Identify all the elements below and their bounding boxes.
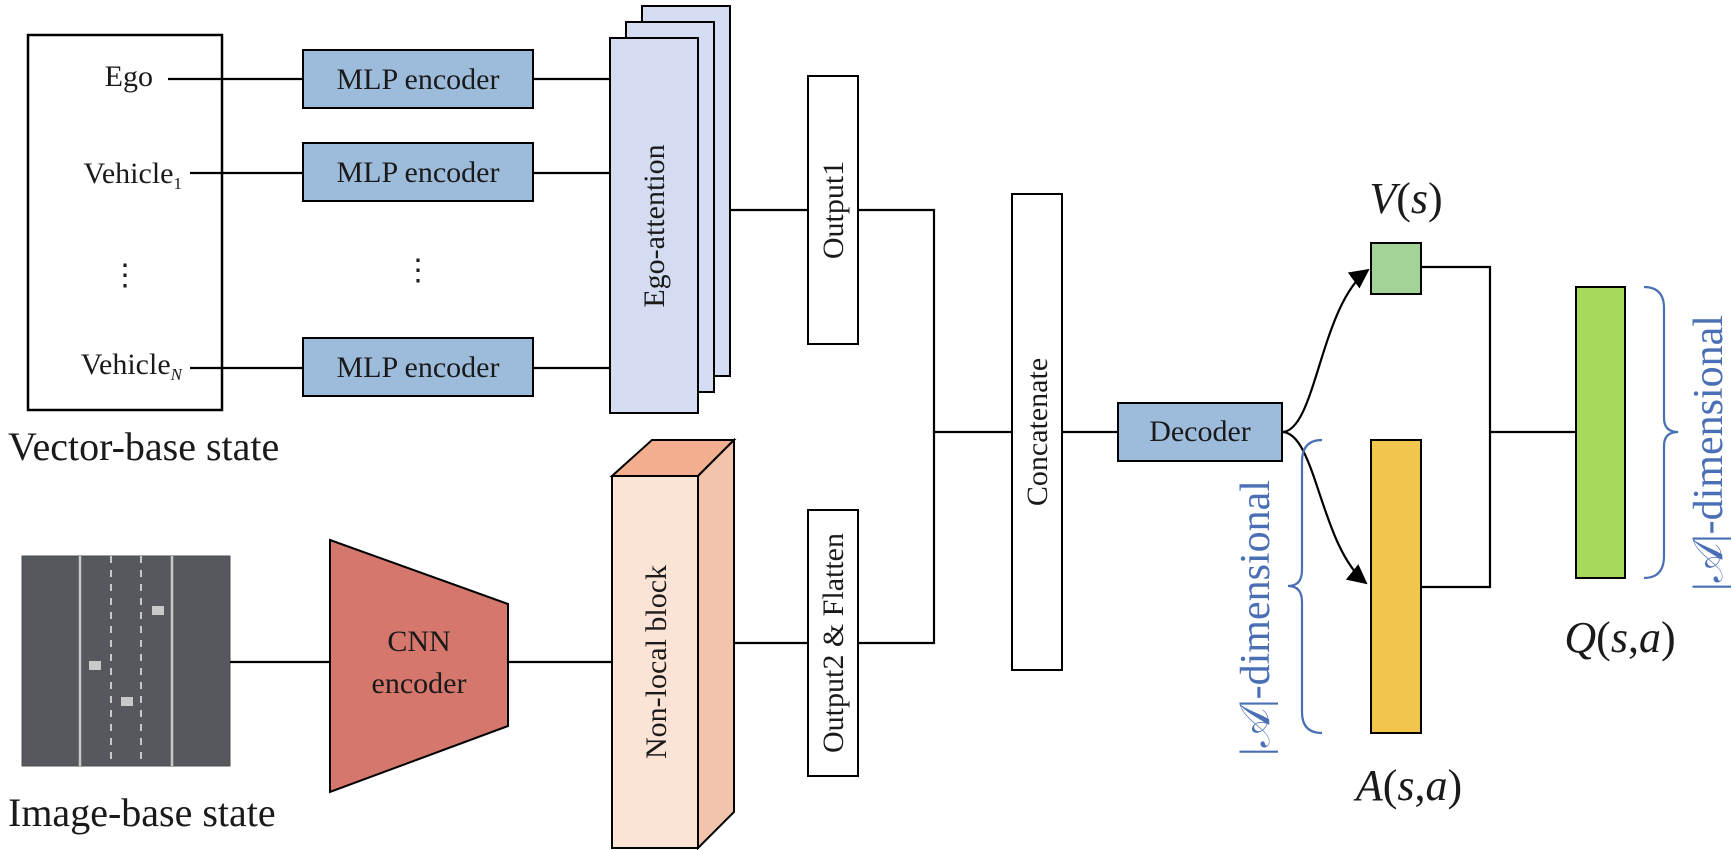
advantage-head: A(s,a) [1353, 439, 1462, 810]
advantage-brace [1287, 438, 1323, 735]
ego-attention-label: Ego-attention [638, 144, 671, 307]
svg-text:CNN: CNN [387, 625, 450, 658]
vector-state-panel: Ego Vehicle1 ⋮ VehicleN Vector-base stat… [8, 33, 279, 469]
cnn-encoder: CNN encoder [329, 538, 509, 794]
output1-block: Output1 [807, 75, 859, 345]
q-label: Q(s,a) [1564, 613, 1675, 662]
arrow-to-value [1281, 268, 1370, 434]
ego-label: Ego [105, 60, 153, 93]
mlp-encoder-vehicle1: MLP encoder [302, 142, 534, 202]
advantage-dim-label: |𝒜|-dimensional [1233, 480, 1279, 756]
svg-text:Output1: Output1 [817, 161, 850, 259]
concatenate-block: Concatenate [1011, 193, 1063, 671]
svg-text:MLP encoder: MLP encoder [336, 63, 499, 96]
non-local-label: Non-local block [640, 565, 673, 759]
mlp-encoder-ego: MLP encoder [302, 49, 534, 109]
value-head: V(s) [1369, 174, 1443, 295]
vehicleN-label: VehicleN [81, 348, 184, 384]
svg-text:MLP encoder: MLP encoder [336, 156, 499, 189]
svg-text:encoder: encoder [372, 667, 467, 700]
q-dim-label: |𝒜|-dimensional [1686, 315, 1732, 591]
mlp-encoder-vehicleN: MLP encoder [302, 337, 534, 397]
vector-state-title: Vector-base state [8, 424, 279, 469]
advantage-label: A(s,a) [1353, 761, 1462, 810]
image-state-title: Image-base state [8, 790, 276, 835]
value-label: V(s) [1369, 174, 1442, 223]
vehicle1-label: Vehicle1 [84, 157, 182, 193]
svg-text:Decoder: Decoder [1149, 415, 1251, 448]
non-local-block: Non-local block [609, 437, 737, 850]
q-head: Q(s,a) [1564, 286, 1676, 662]
mlp-connectors [168, 77, 610, 370]
q-brace [1643, 285, 1679, 580]
output2-block: Output2 & Flatten [807, 509, 859, 777]
svg-text:MLP encoder: MLP encoder [336, 351, 499, 384]
merge-connectors [858, 208, 1012, 645]
svg-text:Output2 & Flatten: Output2 & Flatten [817, 533, 850, 753]
svg-text:Concatenate: Concatenate [1021, 358, 1054, 506]
left-ellipsis: ⋮ [110, 259, 140, 292]
road-image [21, 555, 231, 767]
mlp-ellipsis: ⋮ [403, 254, 433, 287]
arrow-to-advantage [1281, 430, 1368, 585]
ego-attention-block: Ego-attention [609, 5, 731, 414]
aggregation-connectors [1421, 265, 1576, 589]
decoder-block: Decoder [1117, 402, 1283, 462]
